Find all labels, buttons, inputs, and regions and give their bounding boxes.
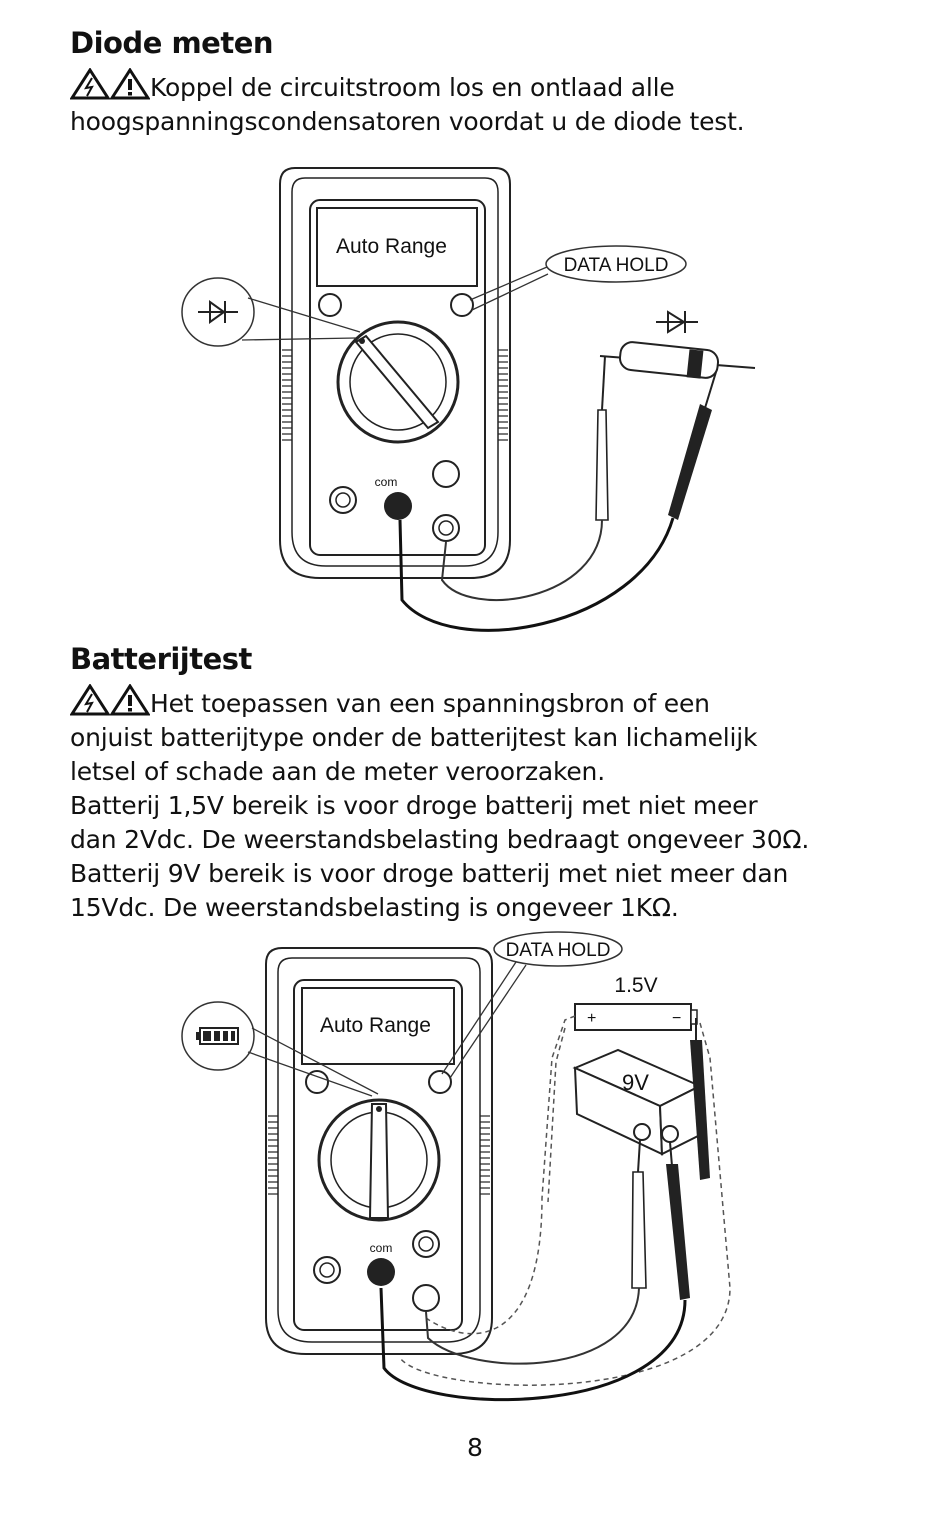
electric-shock-warning-icon	[70, 68, 110, 100]
battery-line-5: dan 2Vdc. De weerstandsbelasting bedraag…	[70, 825, 810, 854]
diode-warning-text: Koppel de circuitstroom los en ontlaad a…	[150, 73, 675, 102]
ma-jack	[412, 1284, 440, 1312]
range-button	[305, 1070, 329, 1094]
battery-line-4: Batterij 1,5V bereik is voor droge batte…	[70, 791, 758, 820]
rotary-dial	[336, 320, 460, 444]
battery-line-2: onjuist batterijtype onder de batterijte…	[70, 723, 758, 752]
jack-a	[313, 1256, 341, 1284]
diode-warning-line-2: hoogspanningscondensatoren voordat u de …	[70, 107, 745, 136]
com-label: com	[375, 475, 398, 489]
com-label: com	[370, 1241, 393, 1255]
volt-jack	[412, 1230, 440, 1258]
data-hold-label: DATA HOLD	[564, 255, 669, 276]
dial-knob	[354, 334, 440, 430]
meter-housing	[265, 947, 493, 1355]
battery-line-3: letsel of schade aan de meter veroorzake…	[70, 757, 605, 786]
battery-paragraph: Het toepassen van een spanningsbron of e…	[70, 684, 900, 925]
section-title-battery: Batterijtest	[70, 642, 252, 676]
ma-jack	[432, 514, 460, 542]
page-number: 8	[467, 1433, 483, 1462]
meter-face	[309, 199, 486, 556]
minus-label: −	[672, 1010, 681, 1027]
meter-display	[301, 987, 455, 1065]
rotary-dial	[317, 1098, 441, 1222]
meter-face	[293, 979, 463, 1331]
com-jack	[384, 492, 412, 520]
battery-line-6: Batterij 9V bereik is voor droge batteri…	[70, 859, 789, 888]
data-hold-callout	[493, 931, 623, 967]
volt-jack	[432, 460, 460, 488]
meter-housing	[279, 167, 511, 579]
diode-test-illustration: Auto Range com DATA HOLD	[181, 167, 756, 632]
com-jack	[367, 1258, 395, 1286]
display-text: Auto Range	[320, 1014, 431, 1037]
diode-symbol-icon	[656, 310, 698, 334]
meter-display	[316, 207, 478, 287]
battery-1-5v: + −	[574, 1003, 698, 1031]
function-callout	[181, 1001, 255, 1071]
diode-warning-paragraph: Koppel de circuitstroom los en ontlaad a…	[70, 68, 900, 139]
dial-knob	[368, 1103, 390, 1219]
data-hold-callout	[545, 245, 687, 283]
function-callout	[181, 277, 255, 347]
caution-warning-icon	[110, 68, 150, 100]
battery-line-7: 15Vdc. De weerstandsbelasting is ongevee…	[70, 893, 679, 922]
battery-1-5v-label: 1.5V	[614, 974, 657, 997]
battery-warning-text: Het toepassen van een spanningsbron of e…	[150, 689, 710, 718]
battery-symbol-icon	[196, 1027, 239, 1045]
battery-9v-label: 9V	[622, 1070, 649, 1095]
data-hold-button	[428, 1070, 452, 1094]
jack-a	[329, 486, 357, 514]
caution-warning-icon	[110, 684, 150, 716]
display-text: Auto Range	[336, 235, 447, 258]
diode-component	[599, 341, 756, 379]
battery-9v: 9V	[572, 1048, 704, 1156]
battery-line-1: Het toepassen van een spanningsbron of e…	[70, 684, 900, 721]
diode-symbol-icon	[198, 300, 238, 324]
electric-shock-warning-icon	[70, 684, 110, 716]
range-button	[318, 293, 342, 317]
data-hold-label: DATA HOLD	[506, 940, 611, 961]
data-hold-button	[450, 293, 474, 317]
battery-test-illustration: Auto Range com DATA HOLD	[181, 931, 731, 1402]
diode-warning-line-1: Koppel de circuitstroom los en ontlaad a…	[70, 68, 900, 105]
plus-label: +	[587, 1010, 596, 1027]
section-title-diode: Diode meten	[70, 26, 274, 60]
